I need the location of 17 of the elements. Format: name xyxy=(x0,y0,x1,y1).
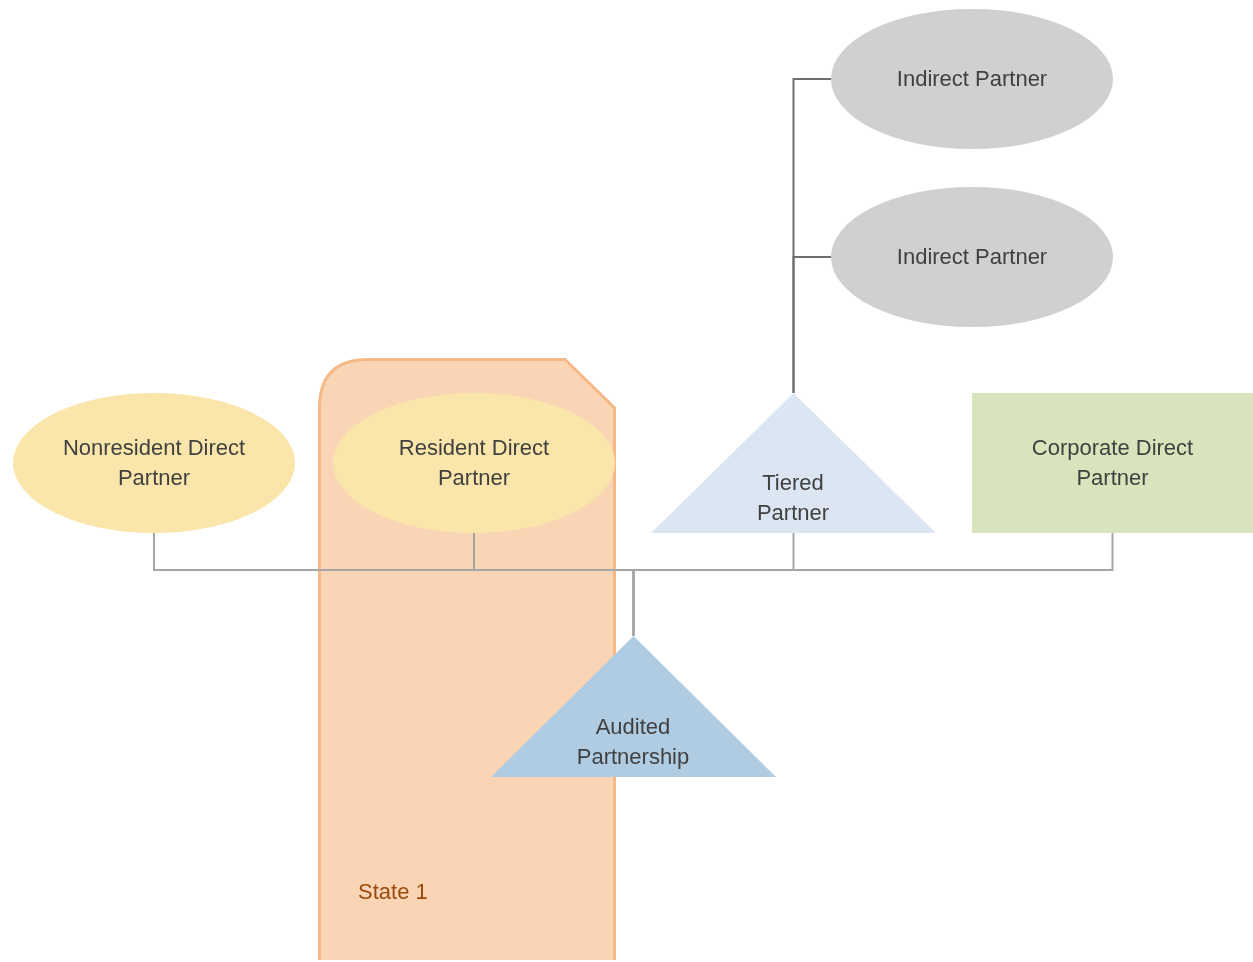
triangle-node xyxy=(491,636,776,777)
connector-line xyxy=(792,256,832,394)
region-label: State 1 xyxy=(358,878,429,906)
node-label: Nonresident Direct Partner xyxy=(61,434,247,492)
ellipse-node xyxy=(13,393,295,533)
ellipse-node xyxy=(831,9,1113,149)
node-label: Resident Direct Partner xyxy=(397,434,551,492)
node-label: Tiered Partner xyxy=(755,469,831,527)
node-label: Indirect Partner xyxy=(895,243,1049,271)
ellipse-node xyxy=(333,393,615,533)
connector-line xyxy=(632,532,1114,637)
ellipse-node xyxy=(831,187,1113,327)
rectangle-node xyxy=(972,393,1253,533)
triangle-node xyxy=(651,393,936,533)
node-label: Indirect Partner xyxy=(895,65,1049,93)
node-label: Audited Partnership xyxy=(575,713,691,771)
node-label: Corporate Direct Partner xyxy=(1030,434,1195,492)
